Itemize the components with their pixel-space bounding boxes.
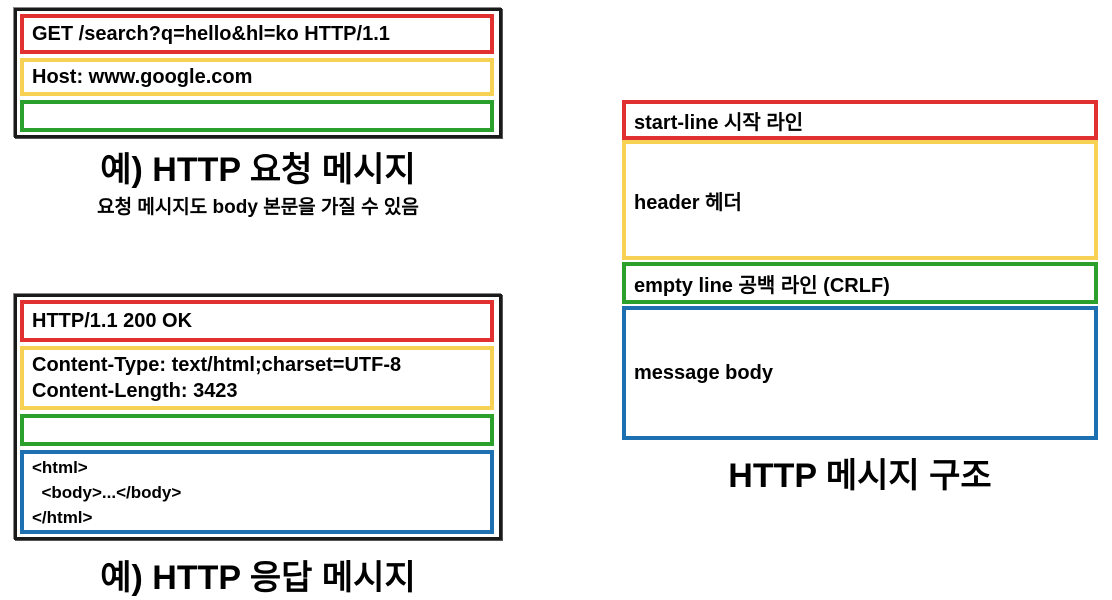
structure-body-text: message body: [634, 361, 773, 384]
request-start-line-text: GET /search?q=hello&hl=ko HTTP/1.1: [32, 22, 390, 45]
structure-start-line: start-line 시작 라인: [622, 100, 1098, 140]
structure-start-line-text: start-line 시작 라인: [634, 111, 804, 134]
request-subcaption: 요청 메시지도 body 본문을 가질 수 있음: [97, 197, 419, 218]
structure-body: message body: [622, 306, 1098, 440]
request-header-text: Host: www.google.com: [32, 65, 253, 88]
response-body-line: <html>: [32, 457, 88, 477]
request-caption: 예) HTTP 요청 메시지: [100, 151, 416, 189]
structure-empty-line-text: empty line 공백 라인 (CRLF): [634, 274, 890, 297]
structure-caption: HTTP 메시지 구조: [728, 457, 992, 495]
response-body-line: <body>...</body>: [32, 482, 182, 502]
structure-empty-line: empty line 공백 라인 (CRLF): [622, 262, 1098, 304]
response-body-line: </html>: [32, 507, 93, 527]
structure-header-text: header 헤더: [634, 191, 742, 214]
response-start-line-text: HTTP/1.1 200 OK: [32, 309, 193, 332]
request-empty-line: [20, 100, 494, 132]
request-header: Host: www.google.com: [20, 58, 494, 96]
request-start-line: GET /search?q=hello&hl=ko HTTP/1.1: [20, 14, 494, 54]
response-caption: 예) HTTP 응답 메시지: [100, 559, 416, 597]
response-header: Content-Type: text/html;charset=UTF-8 Co…: [20, 346, 494, 410]
response-start-line: HTTP/1.1 200 OK: [20, 300, 494, 342]
response-header-line: Content-Length: 3423: [32, 380, 238, 402]
response-body: <html> <body>...</body> </html>: [20, 450, 494, 534]
structure-header: header 헤더: [622, 140, 1098, 260]
response-empty-line: [20, 414, 494, 446]
response-header-line: Content-Type: text/html;charset=UTF-8: [32, 354, 402, 376]
